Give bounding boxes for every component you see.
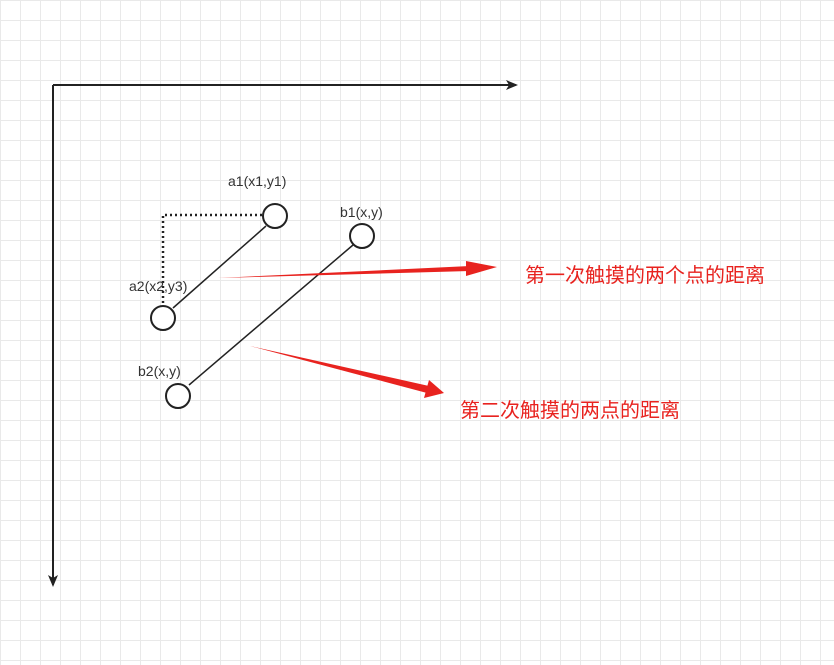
point-b1-circle (349, 223, 375, 249)
second-touch-line (188, 244, 354, 386)
first-touch-line (172, 225, 267, 309)
point-a1-circle (262, 203, 288, 229)
first-touch-arrow (218, 261, 497, 278)
second-touch-note: 第二次触摸的两点的距离 (460, 398, 680, 422)
first-touch-note: 第一次触摸的两个点的距离 (525, 263, 765, 287)
point-b2-circle (165, 383, 191, 409)
point-a2-label: a2(x2,y3) (129, 278, 187, 294)
point-b2-label: b2(x,y) (138, 363, 181, 379)
point-a2-circle (150, 305, 176, 331)
axes (48, 80, 518, 587)
point-a1-label: a1(x1,y1) (228, 173, 286, 189)
second-touch-arrow (250, 346, 444, 398)
point-b1-label: b1(x,y) (340, 204, 383, 220)
